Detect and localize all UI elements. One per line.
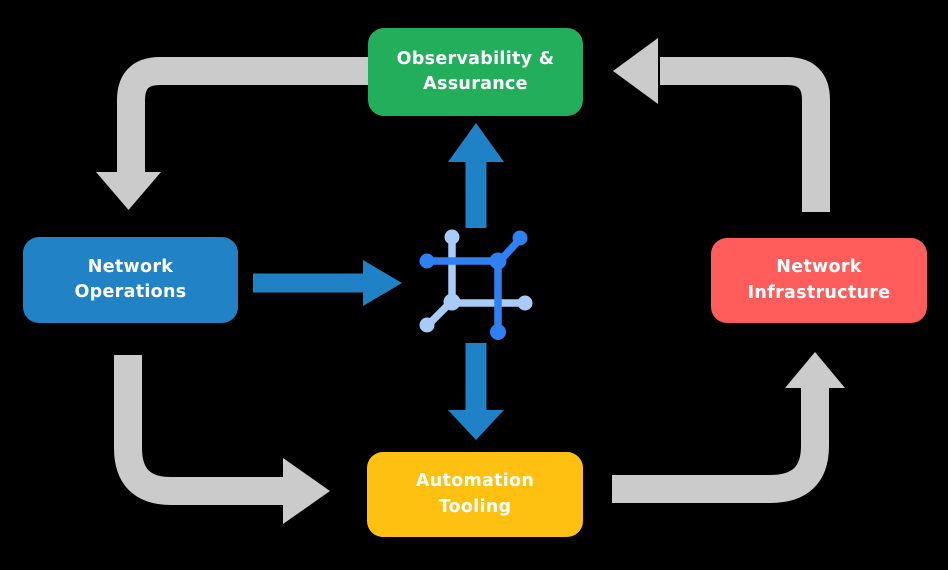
- node-network-operations: Network Operations: [23, 237, 238, 323]
- arrow-operations-to-center-icon: [253, 260, 402, 306]
- icon-light-nodes: [419, 229, 533, 333]
- arrow-infrastructure-to-observability-icon: [613, 38, 830, 212]
- arrow-observability-to-operations-icon: [96, 57, 368, 210]
- node-label-line2: Assurance: [423, 74, 528, 94]
- network-automation-icon: [419, 229, 533, 340]
- node-observability-assurance: Observability & Assurance: [368, 28, 583, 116]
- arrow-operations-to-automation-icon: [114, 355, 330, 524]
- arrow-shaft: [612, 386, 829, 503]
- arrow-head-left-icon: [613, 38, 658, 104]
- node-network-infrastructure: Network Infrastructure: [711, 238, 927, 323]
- arrow-head-down-icon: [96, 172, 161, 210]
- node-label-line2: Operations: [74, 282, 187, 302]
- node-label-line1: Observability &: [396, 48, 555, 69]
- node-label-line1: Network: [87, 256, 174, 277]
- node-label-line2: Infrastructure: [747, 282, 891, 303]
- arrow-center-to-observability-icon: [448, 123, 504, 228]
- arrow-shaft: [660, 57, 830, 212]
- arrow-head-up-icon: [785, 352, 845, 388]
- node-label-line1: Network: [776, 257, 862, 278]
- arrow-head-right-icon: [363, 260, 402, 306]
- icon-dark-lines: [423, 235, 524, 336]
- arrow-automation-to-infrastructure-icon: [612, 352, 845, 503]
- arrow-shaft: [114, 355, 285, 505]
- node-label-line2: Tooling: [438, 496, 512, 517]
- arrow-head-up-icon: [448, 123, 504, 162]
- icon-dark-nodes: [419, 230, 528, 340]
- arrow-shaft: [117, 57, 368, 176]
- node-label-line1: Automation: [415, 471, 535, 492]
- arrow-head-right-icon: [283, 458, 330, 524]
- arrow-center-to-automation-icon: [448, 343, 504, 440]
- arrow-head-down-icon: [448, 410, 504, 440]
- node-automation-tooling: Automation Tooling: [367, 452, 583, 537]
